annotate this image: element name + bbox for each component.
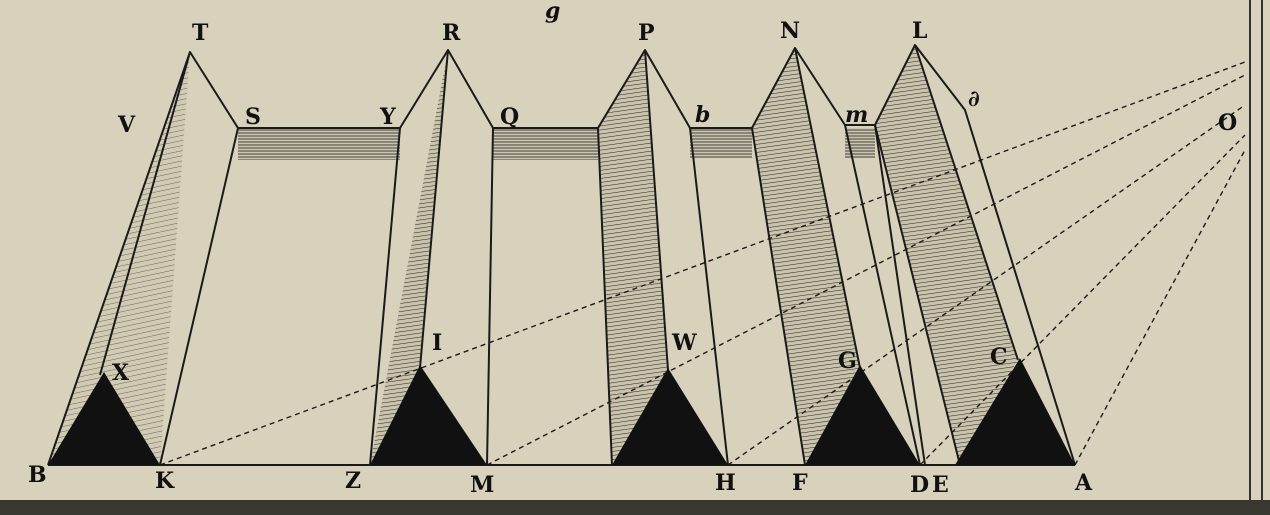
ledge-m xyxy=(845,128,875,158)
label-W: W xyxy=(671,330,697,356)
ray-A-O xyxy=(1074,149,1246,466)
label-Y: Y xyxy=(379,104,396,130)
label-Q: Q xyxy=(500,104,519,130)
label-R: R xyxy=(442,20,461,46)
label-K: K xyxy=(155,468,175,494)
label-m: m xyxy=(845,102,868,128)
ray-H-O xyxy=(727,104,1246,466)
label-d: ∂ xyxy=(968,86,980,112)
prism-5-shaded-face xyxy=(875,45,1018,465)
label-L: L xyxy=(912,18,927,44)
label-C: C xyxy=(990,344,1008,370)
prism-5-front-edge xyxy=(874,124,961,466)
label-E: E xyxy=(932,472,949,498)
label-P: P xyxy=(638,20,655,46)
label-T: T xyxy=(192,20,209,46)
label-I: I xyxy=(432,330,442,356)
label-B: B xyxy=(28,462,47,488)
label-D: D xyxy=(910,472,929,498)
prism-4-shaded-face xyxy=(752,48,860,465)
ledge-S-Y xyxy=(238,128,400,160)
label-S: S xyxy=(245,104,261,130)
prism-4-inner-edge xyxy=(794,47,861,369)
prism-2-inner-edge xyxy=(419,49,449,369)
label-F: F xyxy=(792,470,808,496)
ledge-Q xyxy=(493,128,598,160)
shadow-triangle-W xyxy=(612,368,728,465)
label-A: A xyxy=(1074,470,1093,496)
ray-M-O xyxy=(486,74,1246,466)
shadow-triangle-I xyxy=(370,365,487,465)
shadow-triangle-G xyxy=(805,365,920,465)
label-O: O xyxy=(1218,110,1237,136)
bottom-dark-band xyxy=(0,500,1270,515)
prism-1-inner-edge xyxy=(99,51,191,376)
shadow-triangle-C xyxy=(955,358,1075,465)
label-M: M xyxy=(470,472,494,498)
prism-5-inner-edge xyxy=(914,44,1019,361)
label-b: b xyxy=(695,102,710,128)
prism-2-shaded-face xyxy=(370,50,448,465)
shadow-triangle-X xyxy=(48,372,160,465)
caption-fragment: g xyxy=(545,0,560,24)
prism-1-edges xyxy=(47,51,239,466)
label-V: V xyxy=(117,112,136,138)
label-Z: Z xyxy=(345,468,361,494)
label-G: G xyxy=(838,348,857,374)
label-X: X xyxy=(112,360,130,386)
prism-3-inner-edge xyxy=(644,49,669,371)
ledge-b xyxy=(690,128,752,158)
label-N: N xyxy=(780,18,800,44)
prism-3-shaded-face xyxy=(598,50,668,465)
ray-K-O xyxy=(159,61,1246,466)
label-H: H xyxy=(715,470,736,496)
